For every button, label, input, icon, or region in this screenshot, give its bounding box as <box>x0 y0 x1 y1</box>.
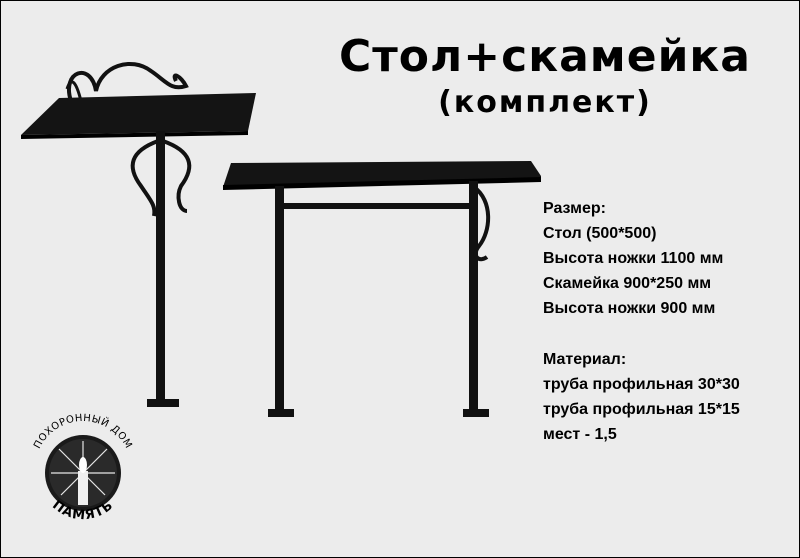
size-line-table-leg: Высота ножки 1100 мм <box>543 250 724 267</box>
size-line-bench-leg: Высота ножки 900 мм <box>543 300 716 317</box>
material-heading: Материал: <box>543 351 627 368</box>
material-line-3: мест - 1,5 <box>543 426 617 443</box>
size-specs: Размер: Стол (500*500) Высота ножки 1100… <box>543 196 723 321</box>
material-line-2: труба профильная 15*15 <box>543 401 740 418</box>
material-specs: Материал: труба профильная 30*30 труба п… <box>543 347 740 447</box>
size-heading: Размер: <box>543 200 606 217</box>
company-logo: ПОХОРОННЫЙ ДОМ ПАМЯТЬ <box>32 413 133 524</box>
product-illustration <box>21 61 541 417</box>
size-line-bench: Скамейка 900*250 мм <box>543 275 712 292</box>
size-line-table: Стол (500*500) <box>543 225 657 242</box>
table-image <box>21 61 256 407</box>
page-title: Стол+скамейка <box>339 31 751 82</box>
material-line-1: труба профильная 30*30 <box>543 376 740 393</box>
page-subtitle: (комплект) <box>438 85 652 120</box>
bench-image <box>223 161 541 417</box>
